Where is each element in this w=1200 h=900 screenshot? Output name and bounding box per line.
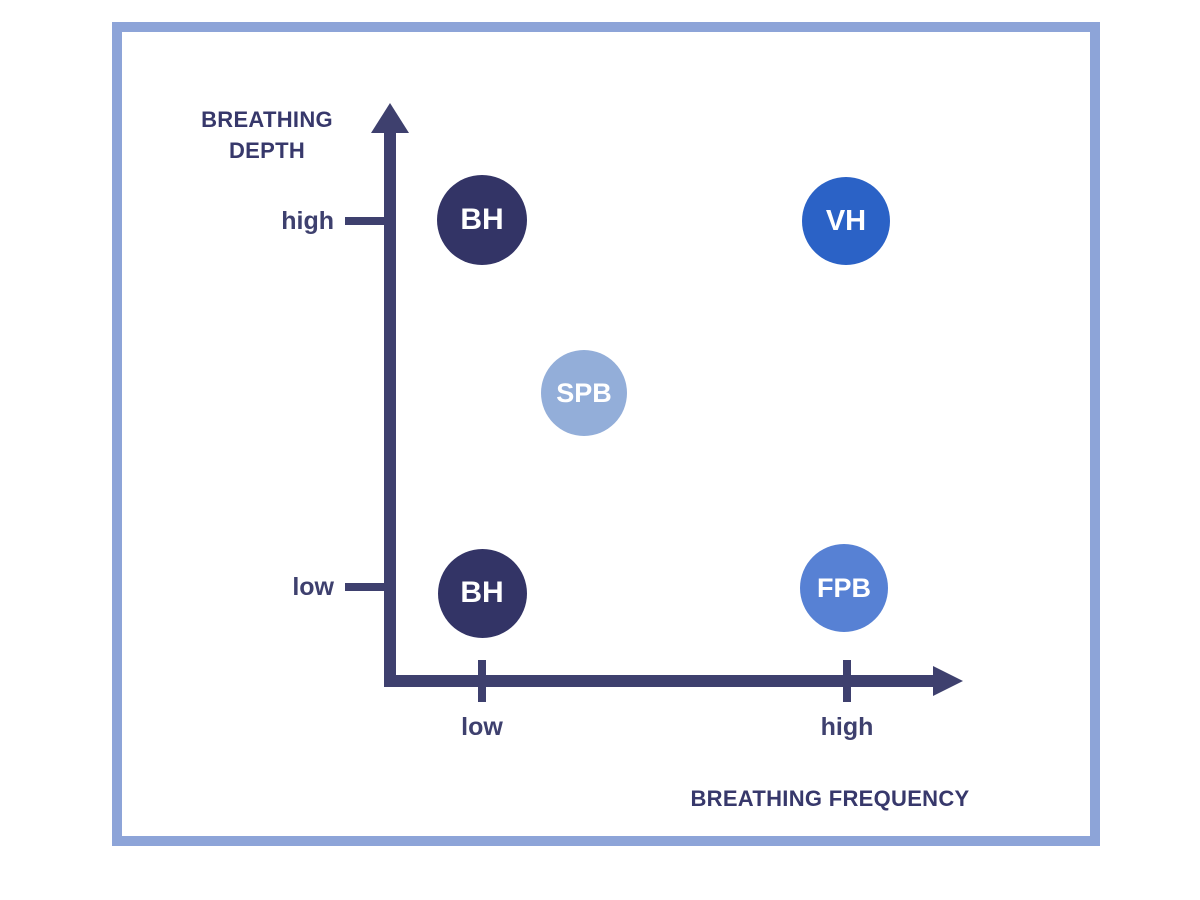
- data-point-bh-low-high[interactable]: BH: [437, 175, 527, 265]
- x-axis-title: BREATHING FREQUENCY: [690, 786, 970, 811]
- y-axis-title-line1: BREATHING: [201, 107, 333, 132]
- x-tick-label-high: high: [820, 713, 874, 741]
- y-tick-low-mark: [345, 583, 386, 591]
- y-axis-title: BREATHING DEPTH: [160, 104, 374, 166]
- data-point-vh-high-high[interactable]: VH: [802, 177, 890, 265]
- y-axis-title-line2: DEPTH: [228, 138, 306, 163]
- x-axis-arrow-icon: [933, 666, 963, 696]
- y-axis-line: [384, 128, 396, 687]
- data-point-bh-low-low[interactable]: BH: [437, 548, 527, 638]
- y-axis-arrow-icon: [371, 103, 409, 133]
- slide-frame-border: [112, 22, 1100, 846]
- y-tick-label-low: low: [292, 573, 334, 601]
- x-tick-high-mark: [843, 660, 851, 702]
- y-tick-label-high: high: [281, 207, 334, 235]
- x-axis-line: [384, 675, 942, 687]
- x-tick-label-low: low: [461, 713, 503, 741]
- x-tick-low-mark: [478, 660, 486, 702]
- data-point-fpb-high-low[interactable]: FPB: [800, 544, 888, 632]
- data-point-spb-mid-mid[interactable]: SPB: [541, 350, 627, 436]
- y-tick-high-mark: [345, 217, 386, 225]
